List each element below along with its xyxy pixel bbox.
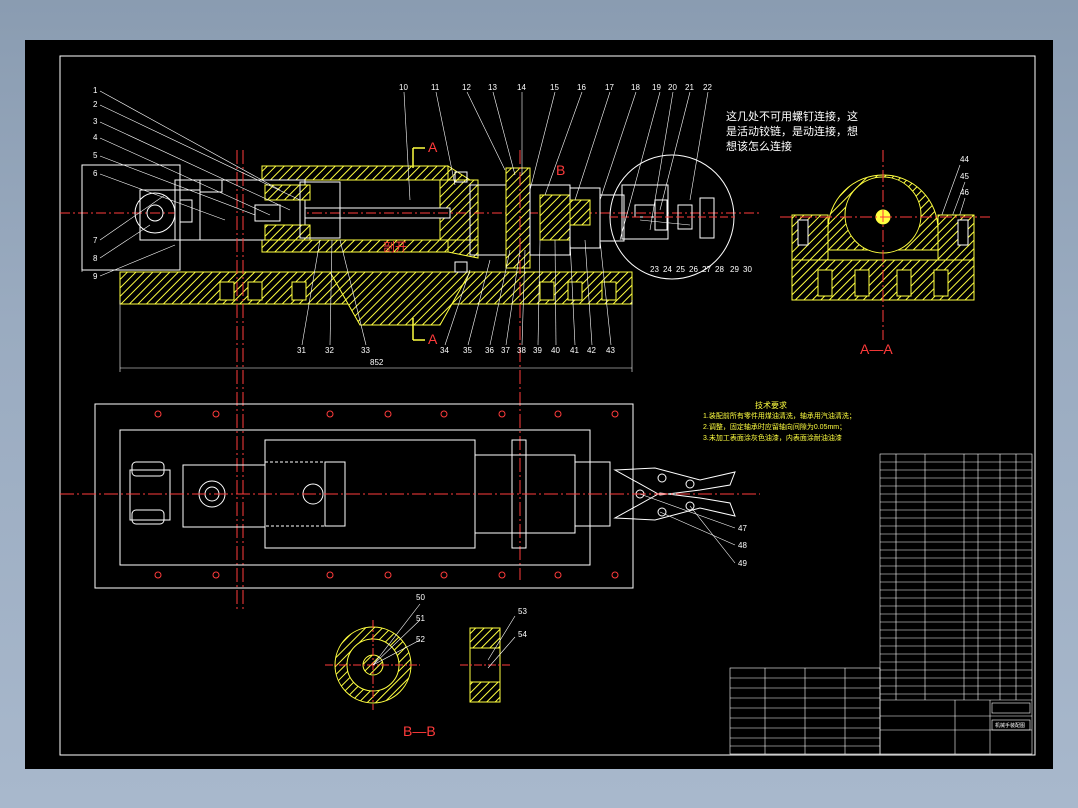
annotation-note-line: 想该怎么连接 [726,139,792,153]
part-number: 6 [93,169,98,178]
part-number: 1 [93,86,98,95]
annotation-note-line: 这几处不可用螺钉连接，这 [726,109,858,123]
part-number: 22 [703,83,712,92]
annotation-note-line: 是活动铰链，是动连接，想 [726,124,858,138]
part-number: 27 [702,265,711,274]
drawing-frame [59,55,1036,756]
part-number: 36 [485,346,494,355]
part-number: 28 [715,265,724,274]
part-number: 35 [463,346,472,355]
part-number: 29 [730,265,739,274]
section-view-bb [325,603,516,710]
part-number: 32 [325,346,334,355]
part-number: 54 [518,630,527,639]
part-number: 26 [689,265,698,274]
part-number: 7 [93,236,98,245]
part-number: 13 [488,83,497,92]
cut-label: 剖开 [383,240,407,254]
part-number: 43 [606,346,615,355]
part-number: 20 [668,83,677,92]
part-number: 8 [93,254,98,263]
part-number: 47 [738,524,747,533]
part-number: 52 [416,635,425,644]
view-title-aa: A—A [860,341,893,357]
part-number: 37 [501,346,510,355]
tech-req-line: 3.未加工表面涂灰色油漆，内表面涂耐油油漆 [703,433,842,442]
part-number: 19 [652,83,661,92]
part-number: 15 [550,83,559,92]
part-number: 24 [663,265,672,274]
part-number: 51 [416,614,425,623]
part-number: 31 [297,346,306,355]
title-block-name: 机械手装配图 [995,722,1025,729]
tech-req-title: 技术要求 [755,400,787,410]
main-section-view: 852 [60,147,760,610]
part-number: 4 [93,133,98,142]
section-marker-a-bottom: A [428,331,438,347]
part-number: 38 [517,346,526,355]
part-number: 23 [650,265,659,274]
part-number: 18 [631,83,640,92]
section-marker-a-top: A [428,139,438,155]
section-marker-b: B [556,162,565,178]
part-number: 25 [676,265,685,274]
part-number: 16 [577,83,586,92]
part-number: 49 [738,559,747,568]
part-number: 53 [518,607,527,616]
part-number: 21 [685,83,694,92]
part-number: 5 [93,151,98,160]
part-number: 46 [960,188,969,197]
part-number: 12 [462,83,471,92]
part-number: 44 [960,155,969,164]
parts-list-table [729,453,1033,755]
part-number: 39 [533,346,542,355]
section-view-aa [780,150,990,340]
part-number: 40 [551,346,560,355]
part-number: 34 [440,346,449,355]
tech-req-line: 1.装配前所有零件用煤油清洗，轴承用汽油清洗； [703,411,856,420]
part-number: 11 [431,83,440,92]
tech-req-line: 2.调整，固定轴承时应留轴向间隙为0.05mm； [703,422,846,431]
part-number: 14 [517,83,526,92]
part-number: 33 [361,346,370,355]
part-number: 42 [587,346,596,355]
part-number: 10 [399,83,408,92]
part-number: 2 [93,100,98,109]
part-number: 41 [570,346,579,355]
part-number: 48 [738,541,747,550]
part-number: 45 [960,172,969,181]
part-number: 50 [416,593,425,602]
plan-view [60,403,760,589]
part-number: 30 [743,265,752,274]
part-number: 3 [93,117,98,126]
part-number: 17 [605,83,614,92]
svg-text:852: 852 [370,358,384,367]
view-title-bb: B—B [403,723,436,739]
part-number: 9 [93,272,98,281]
